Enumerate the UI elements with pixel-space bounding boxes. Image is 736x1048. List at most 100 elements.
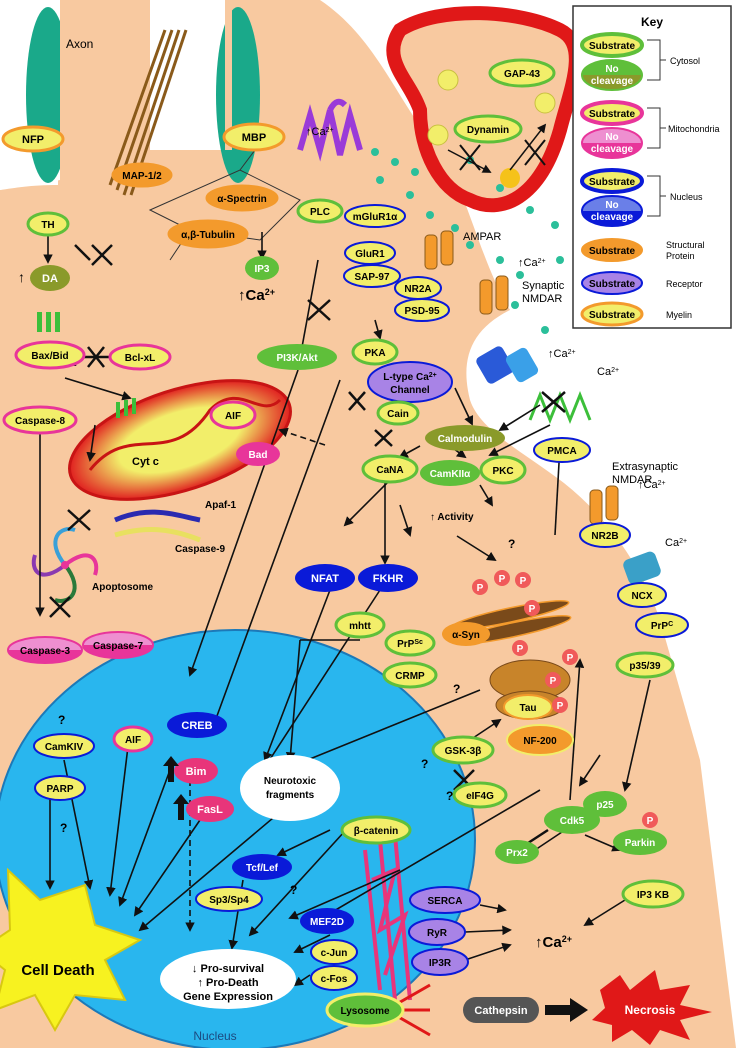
svg-text:cleavage: cleavage xyxy=(591,212,634,223)
svg-text:Prx2: Prx2 xyxy=(506,848,528,859)
node-p25: p25 xyxy=(583,791,627,817)
svg-text:NCX: NCX xyxy=(631,591,652,602)
svg-text:P: P xyxy=(647,816,654,827)
necrosis-label: Necrosis xyxy=(625,1003,676,1017)
activity-question: ? xyxy=(508,537,515,551)
node-parkin: Parkin xyxy=(613,829,667,855)
svg-text:PLC: PLC xyxy=(310,207,330,218)
node-pi3k-akt: PI3K/Akt xyxy=(257,344,337,370)
extrasynaptic-nmdar-label: NMDAR xyxy=(612,474,652,486)
svg-text:GAP-43: GAP-43 xyxy=(504,69,541,80)
svg-text:CamKIV: CamKIV xyxy=(45,742,84,753)
node-ip3r: IP3R xyxy=(411,948,469,976)
svg-text:AIF: AIF xyxy=(125,735,141,746)
node-glur1: GluR1 xyxy=(344,241,396,265)
ampar-label: AMPAR xyxy=(463,231,501,243)
svg-text:PI3K/Akt: PI3K/Akt xyxy=(276,353,318,364)
svg-text:Bim: Bim xyxy=(186,766,207,778)
node-camkiia: CamKIIα xyxy=(420,460,480,486)
svg-text:CRMP: CRMP xyxy=(395,671,425,682)
node-prpc: PrPC xyxy=(635,612,689,638)
svg-text:fragments: fragments xyxy=(266,790,315,801)
node-da: DA xyxy=(30,265,70,291)
svg-text:Substrate: Substrate xyxy=(589,246,636,257)
svg-text:PKC: PKC xyxy=(492,466,513,477)
svg-text:Sp3/Sp4: Sp3/Sp4 xyxy=(209,895,249,906)
svg-text:↓ Pro-survival: ↓ Pro-survival xyxy=(192,963,264,975)
node-serca: SERCA xyxy=(409,886,481,914)
node-caspase3: Caspase-3 xyxy=(7,636,83,664)
svg-text:α-Syn: α-Syn xyxy=(452,630,480,641)
svg-text:Mitochondria: Mitochondria xyxy=(668,124,720,134)
svg-text:α,β-Tubulin: α,β-Tubulin xyxy=(181,230,235,241)
svg-text:Structural: Structural xyxy=(666,240,705,250)
svg-text:PKA: PKA xyxy=(364,348,385,359)
synaptic-nmdar-label-1: Synaptic xyxy=(522,280,565,292)
svg-text:Caspase-8: Caspase-8 xyxy=(15,416,65,427)
node-ryr: RyR xyxy=(408,918,466,946)
svg-text:?: ? xyxy=(421,757,428,771)
svg-text:SERCA: SERCA xyxy=(427,896,462,907)
mglur-receptor-icon xyxy=(297,98,363,162)
node-pka: PKA xyxy=(351,338,399,366)
svg-text:↑ Pro-Death: ↑ Pro-Death xyxy=(197,977,258,989)
svg-text:PrPSc: PrPSc xyxy=(397,639,423,651)
node-ncx: NCX xyxy=(617,582,667,608)
node-caspase7: Caspase-7 xyxy=(82,631,154,659)
key-title: Key xyxy=(641,15,663,29)
svg-text:Cathepsin: Cathepsin xyxy=(474,1005,527,1017)
svg-text:Substrate: Substrate xyxy=(589,310,636,321)
calcium-dots xyxy=(371,148,564,334)
svg-text:Ca2+: Ca2+ xyxy=(665,537,687,549)
svg-text:Caspase-3: Caspase-3 xyxy=(20,646,70,657)
key-myelin: Substrate Myelin xyxy=(580,301,692,327)
node-parp: PARP xyxy=(34,775,86,801)
svg-text:?: ? xyxy=(60,821,67,835)
svg-text:No: No xyxy=(605,132,618,143)
svg-text:p25: p25 xyxy=(596,800,614,811)
bax-pore-icon xyxy=(37,312,136,418)
svg-text:Substrate: Substrate xyxy=(589,279,636,290)
caspase9-ribbon xyxy=(114,527,201,543)
apoptosome-icon xyxy=(31,527,99,603)
svg-text:PARP: PARP xyxy=(46,784,73,795)
node-prpsc: PrPSc xyxy=(384,629,436,657)
node-fasl: FasL xyxy=(186,796,234,822)
svg-text:Substrate: Substrate xyxy=(589,41,636,52)
svg-text:NFP: NFP xyxy=(22,134,44,146)
svg-text:cleavage: cleavage xyxy=(591,76,634,87)
node-aif-nuc: AIF xyxy=(112,725,154,753)
svg-text:DA: DA xyxy=(42,273,58,285)
node-nf200: NF-200 xyxy=(506,724,574,756)
node-sap97: SAP-97 xyxy=(343,264,401,288)
node-prx2: Prx2 xyxy=(495,840,539,864)
node-bax-bid: Bax/Bid xyxy=(14,340,86,370)
svg-text:P: P xyxy=(550,676,557,687)
node-gap43: GAP-43 xyxy=(488,58,556,88)
activity-label: ↑ Activity xyxy=(430,512,474,523)
svg-text:IP3 KB: IP3 KB xyxy=(637,890,669,901)
svg-text:CREB: CREB xyxy=(181,720,212,732)
pathway-arrows xyxy=(35,232,651,987)
svg-text:Cytosol: Cytosol xyxy=(670,56,700,66)
key-nucleus: Substrate No cleavage Nucleus xyxy=(580,168,703,227)
node-camkiv: CamKIV xyxy=(33,733,95,759)
svg-text:Lysosome: Lysosome xyxy=(340,1006,390,1017)
svg-text:PMCA: PMCA xyxy=(547,446,576,457)
svg-text:Bax/Bid: Bax/Bid xyxy=(31,351,68,362)
svg-text:mhtt: mhtt xyxy=(349,621,371,632)
svg-text:PSD-95: PSD-95 xyxy=(404,306,439,317)
node-mhtt: mhtt xyxy=(334,611,386,639)
svg-text:Cdk5: Cdk5 xyxy=(560,816,585,827)
node-eif4g: eIF4G xyxy=(452,781,508,809)
svg-text:Bad: Bad xyxy=(249,450,268,461)
er-membrane-icon xyxy=(363,834,412,1001)
node-l-type-channel: L-type Ca2+ Channel xyxy=(367,361,453,403)
node-mbp: MBP xyxy=(222,122,286,152)
svg-text:NR2A: NR2A xyxy=(404,284,431,295)
axon-label: Axon xyxy=(66,37,93,51)
node-c-fos: c-Fos xyxy=(310,965,358,991)
node-map12: MAP-1/2 xyxy=(111,162,173,188)
svg-text:P: P xyxy=(477,583,484,594)
svg-text:Channel: Channel xyxy=(390,385,430,396)
